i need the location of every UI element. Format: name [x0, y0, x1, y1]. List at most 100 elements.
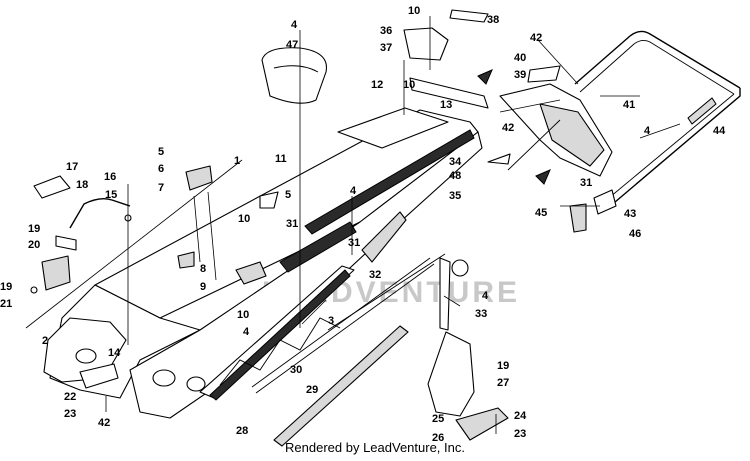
callout-42: 42 [530, 32, 542, 44]
callout-19: 19 [0, 281, 12, 293]
part-9 [235, 261, 267, 285]
render-credit: Rendered by LeadVenture, Inc. [285, 440, 465, 455]
part-33-strip [439, 257, 451, 331]
part-27-bracket [427, 331, 475, 417]
tunnel-right-wall [129, 131, 483, 419]
callout-22: 22 [64, 391, 76, 403]
callout-18: 18 [76, 179, 88, 191]
callout-27: 27 [497, 377, 509, 389]
callout-19: 19 [497, 360, 509, 372]
part-17 [33, 175, 71, 199]
tunnel-stripe-2 [279, 221, 357, 273]
callout-36: 36 [380, 25, 392, 37]
callout-1: 1 [234, 155, 240, 167]
part-31-hardware [569, 203, 587, 233]
callout-26: 26 [432, 432, 444, 444]
part-32 [361, 211, 407, 263]
arrow-marker [535, 169, 551, 185]
callout-16: 16 [104, 171, 116, 183]
callout-33: 33 [475, 308, 487, 320]
bumper-end [593, 189, 617, 215]
callout-38: 38 [487, 14, 499, 26]
bumper-side [607, 88, 741, 209]
part-19-nut [30, 286, 38, 294]
part-40 [527, 65, 561, 83]
callout-10: 10 [408, 5, 420, 17]
bumper-side-inner [603, 93, 735, 203]
callout-37: 37 [380, 42, 392, 54]
callout-34: 34 [449, 156, 462, 168]
part-42-rod [507, 119, 561, 171]
rail-zigzag [219, 317, 341, 386]
part-47-body [261, 47, 328, 104]
tunnel-stripe [304, 129, 475, 235]
part-8 [177, 251, 195, 269]
callout-29: 29 [306, 384, 318, 396]
callout-47: 47 [286, 39, 298, 51]
callout-4: 4 [243, 326, 250, 338]
part-20 [55, 235, 77, 251]
callout-labels: 1 2 3 4 4 4 4 4 5 5 6 7 8 9 10 10 10 10 … [0, 5, 726, 444]
part-4-ring [451, 259, 469, 277]
callout-35: 35 [449, 190, 461, 202]
part-47-line [273, 65, 319, 73]
part-22 [79, 363, 119, 389]
callout-2: 2 [42, 335, 48, 347]
callout-10: 10 [403, 79, 415, 91]
callout-8: 8 [200, 263, 206, 275]
callout-15: 15 [105, 189, 117, 201]
tunnel-hole [186, 376, 206, 392]
callout-31: 31 [580, 177, 592, 189]
callout-4: 4 [291, 19, 298, 31]
rod-30 [327, 253, 446, 331]
part-13-strap [409, 77, 489, 109]
part-36-bracket [403, 27, 449, 61]
callout-44: 44 [713, 125, 726, 137]
callout-28: 28 [236, 425, 248, 437]
callout-30: 30 [290, 364, 302, 376]
rail-truss [199, 265, 355, 401]
bumper-vent [687, 97, 717, 125]
callout-42: 42 [502, 122, 514, 134]
callout-5: 5 [285, 189, 291, 201]
rods [251, 253, 446, 447]
arrow-marker [477, 69, 493, 85]
callout-23: 23 [514, 428, 526, 440]
rear-bumper-44 [574, 30, 741, 215]
callout-5: 5 [158, 146, 164, 158]
callout-10: 10 [237, 309, 249, 321]
callout-21: 21 [0, 298, 12, 310]
part-48-clip [487, 153, 511, 165]
callout-9: 9 [200, 281, 206, 293]
part-6 [185, 165, 213, 191]
callout-43: 43 [624, 208, 636, 220]
part-41-flap [499, 65, 613, 177]
callout-14: 14 [108, 347, 121, 359]
rod-28 [273, 325, 409, 447]
callout-11: 11 [275, 153, 287, 165]
part-47-seat [261, 47, 328, 104]
part-24 [455, 407, 509, 441]
callout-10: 10 [238, 213, 250, 225]
callout-48: 48 [449, 170, 461, 182]
part-5-bracket [259, 191, 279, 209]
callout-31: 31 [348, 237, 360, 249]
callout-6: 6 [158, 163, 164, 175]
bumper-top [574, 30, 741, 89]
rod-29-edge [255, 263, 435, 394]
callout-39: 39 [514, 69, 526, 81]
callout-17: 17 [66, 161, 78, 173]
callout-45: 45 [535, 207, 547, 219]
callout-12: 12 [371, 79, 383, 91]
part-15-bar [69, 197, 131, 229]
callout-40: 40 [514, 52, 526, 64]
callout-4: 4 [350, 185, 357, 197]
callout-41: 41 [623, 99, 635, 111]
callout-4: 4 [644, 125, 651, 137]
bumper-top-inner [579, 39, 735, 95]
callout-24: 24 [514, 410, 527, 422]
callout-32: 32 [369, 269, 381, 281]
callout-7: 7 [158, 182, 164, 194]
callout-4: 4 [482, 290, 489, 302]
